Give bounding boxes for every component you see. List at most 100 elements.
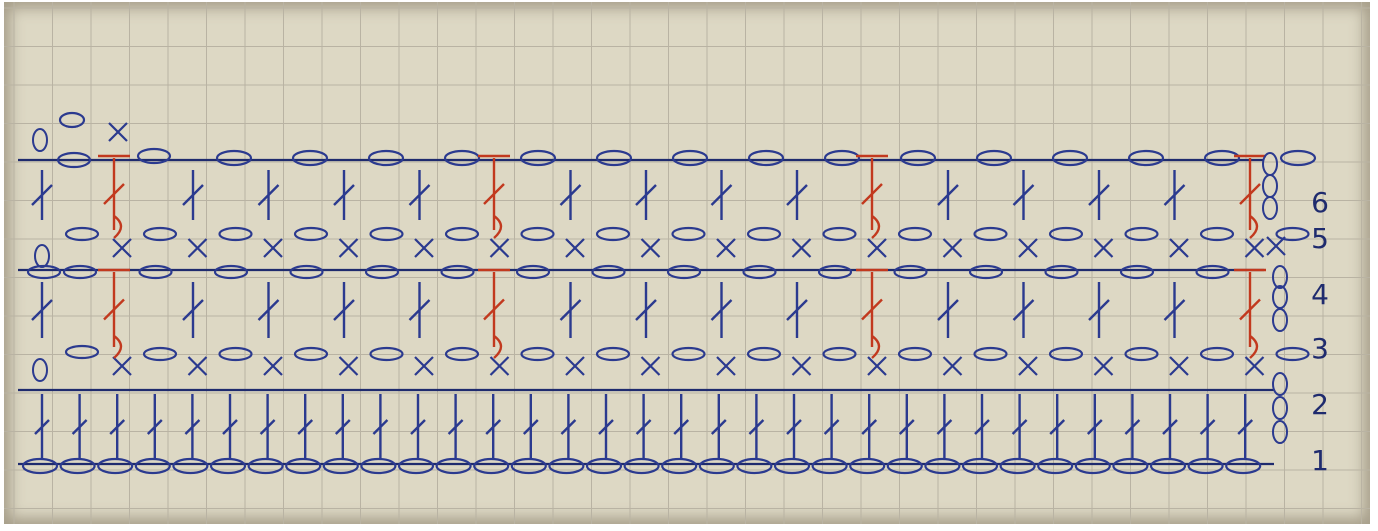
single-crochet — [189, 357, 207, 375]
single-crochet — [944, 357, 962, 375]
single-crochet — [793, 239, 811, 257]
chain-stitch — [1121, 266, 1153, 278]
chain-stitch — [775, 459, 809, 473]
chain-stitch — [901, 151, 935, 165]
single-crochet — [868, 357, 886, 375]
chain-stitch — [970, 266, 1002, 278]
single-crochet — [415, 357, 433, 375]
chain-stitch — [748, 228, 780, 240]
chain-stitch — [1281, 151, 1315, 165]
single-crochet — [944, 239, 962, 257]
row-number-6: 6 — [1311, 186, 1329, 219]
chain-stitch — [673, 228, 705, 240]
chain-stitch — [66, 346, 98, 358]
row-number-1: 1 — [1311, 444, 1329, 477]
chain-stitch — [249, 459, 283, 473]
single-crochet — [1019, 357, 1037, 375]
chain-stitch — [217, 151, 251, 165]
single-crochet — [566, 239, 584, 257]
chain-stitch — [98, 459, 132, 473]
chain-stitch — [549, 459, 583, 473]
chain-stitch — [1076, 459, 1110, 473]
chain-stitch — [662, 459, 696, 473]
chain-stitch — [749, 151, 783, 165]
chain-stitch — [521, 151, 555, 165]
turning-chain-mark — [35, 245, 49, 267]
chain-stitch — [597, 228, 629, 240]
chain-stitch — [522, 228, 554, 240]
chain-stitch — [977, 151, 1011, 165]
single-crochet — [1095, 357, 1113, 375]
chain-stitch — [593, 266, 625, 278]
chain-stitch — [1197, 266, 1229, 278]
single-crochet — [415, 239, 433, 257]
chain-stitch — [1189, 459, 1223, 473]
chain-stitch — [366, 266, 398, 278]
chain-stitch — [324, 459, 358, 473]
chain-stitch — [361, 459, 395, 473]
chain-stitch — [28, 266, 60, 278]
chain-stitch — [737, 459, 771, 473]
single-crochet — [1246, 357, 1264, 375]
single-crochet — [113, 357, 131, 375]
single-crochet — [1095, 239, 1113, 257]
chain-stitch — [700, 459, 734, 473]
chain-stitch — [60, 113, 84, 127]
turning-chain-mark — [1263, 175, 1277, 197]
chain-stitch — [445, 151, 479, 165]
single-crochet — [717, 239, 735, 257]
chain-stitch — [825, 151, 859, 165]
single-crochet — [109, 123, 127, 141]
crochet-chart: 654321 — [4, 2, 1370, 524]
chain-stitch — [140, 266, 172, 278]
chain-stitch — [824, 228, 856, 240]
chain-stitch — [215, 266, 247, 278]
chain-stitch — [173, 459, 207, 473]
chain-stitch — [668, 266, 700, 278]
chain-stitch — [925, 459, 959, 473]
single-crochet — [566, 357, 584, 375]
chain-stitch — [1277, 228, 1309, 240]
chain-stitch — [1053, 151, 1087, 165]
chain-stitch — [1038, 459, 1072, 473]
single-crochet — [717, 357, 735, 375]
single-crochet — [1246, 239, 1264, 257]
chain-stitch — [850, 459, 884, 473]
single-crochet — [264, 357, 282, 375]
chain-stitch — [291, 266, 323, 278]
single-crochet — [113, 239, 131, 257]
chain-stitch — [1129, 151, 1163, 165]
single-crochet — [340, 357, 358, 375]
chain-stitch — [66, 228, 98, 240]
chain-stitch — [1201, 228, 1233, 240]
row-number-3: 3 — [1311, 332, 1329, 365]
chain-stitch — [813, 459, 847, 473]
chain-stitch — [744, 266, 776, 278]
single-crochet — [1170, 357, 1188, 375]
chain-stitch — [371, 228, 403, 240]
chain-stitch — [819, 266, 851, 278]
single-crochet — [642, 239, 660, 257]
chain-stitch — [220, 228, 252, 240]
chain-stitch — [23, 459, 57, 473]
chain-stitch — [399, 459, 433, 473]
grid-lines — [4, 2, 1370, 524]
chain-stitch — [442, 266, 474, 278]
chain-stitch — [888, 459, 922, 473]
single-crochet — [264, 239, 282, 257]
chain-stitch — [1226, 459, 1260, 473]
single-crochet — [340, 239, 358, 257]
chain-stitch — [963, 459, 997, 473]
row-number-2: 2 — [1311, 388, 1329, 421]
chain-stitch — [1151, 459, 1185, 473]
chain-stitch — [899, 228, 931, 240]
chain-stitch — [597, 151, 631, 165]
chain-stitch — [369, 151, 403, 165]
chain-stitch — [61, 459, 95, 473]
turning-chain-mark — [1263, 153, 1277, 175]
chain-stitch — [512, 459, 546, 473]
chain-stitch — [211, 459, 245, 473]
turning-chain-mark — [33, 359, 47, 381]
chain-stitch — [1050, 228, 1082, 240]
chain-stitch — [587, 459, 621, 473]
